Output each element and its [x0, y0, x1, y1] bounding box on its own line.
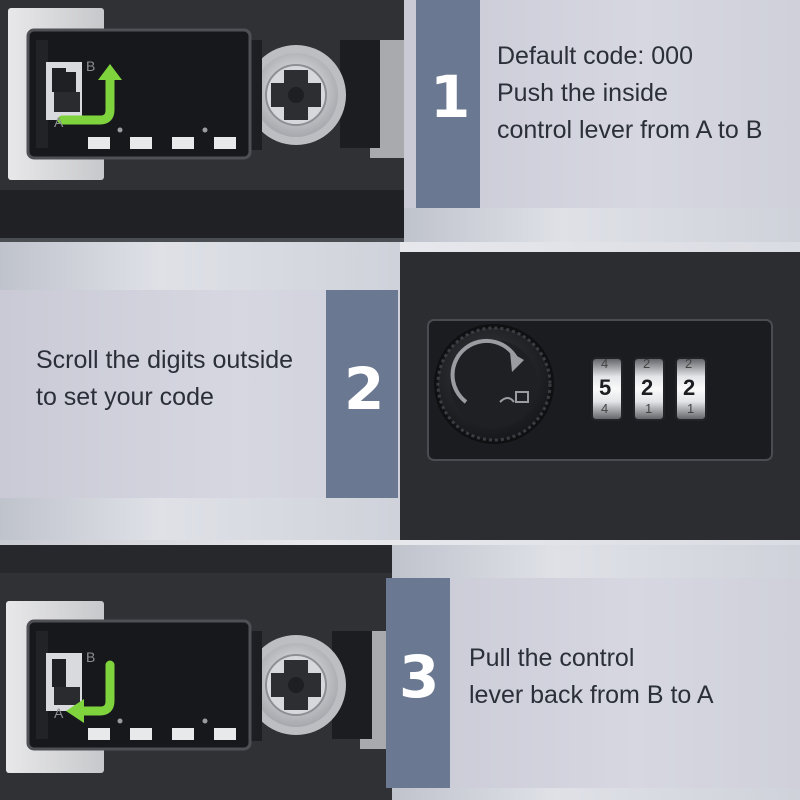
step-2-line-1: Scroll the digits outside: [36, 346, 294, 374]
lever-mechanism-image-return: [0, 545, 392, 800]
wheel-2-bottom-digit: 1: [645, 401, 653, 416]
step-3-line-2: lever back from B to A: [469, 681, 714, 709]
step-2-number: 2: [344, 355, 385, 423]
combination-dial-image: [400, 252, 800, 540]
step-1-instructions: Default code: 000 Push the inside contro…: [497, 38, 762, 149]
wheel-2-top-digit: 2: [643, 356, 651, 371]
wheel-2-digit: 2: [641, 375, 654, 400]
step-1-line-2: Push the inside: [497, 79, 668, 107]
step-1-number: 1: [430, 63, 471, 131]
step-1-line-3: control lever from A to B: [497, 116, 763, 144]
wheel-1-top-digit: 4: [601, 356, 609, 371]
step-2-line-2: to set your code: [36, 383, 214, 411]
label-a: A: [54, 114, 64, 130]
step-2-photo: 4 5 4 2 2 1 2 2 1: [400, 252, 800, 540]
label-b-return: B: [86, 649, 96, 665]
step-3-number: 3: [399, 643, 440, 711]
step-3-card: [392, 578, 800, 788]
wheel-3-top-digit: 2: [685, 356, 693, 371]
step-1-photo: A B: [0, 0, 404, 242]
step-2-number-strip: [326, 290, 398, 498]
step-3-instructions: Pull the control lever back from B to A: [469, 640, 714, 714]
label-a-return: A: [54, 705, 64, 721]
wheel-1-digit: 5: [599, 375, 612, 400]
step-1-line-1: Default code: 000: [497, 42, 693, 70]
step-3-line-1: Pull the control: [469, 644, 635, 672]
wheel-1-bottom-digit: 4: [601, 401, 609, 416]
wheel-3-bottom-digit: 1: [687, 401, 695, 416]
step-2-instructions: Scroll the digits outside to set your co…: [36, 342, 293, 416]
step-3-photo: A B: [0, 545, 392, 800]
wheel-3-digit: 2: [683, 375, 696, 400]
step-1-number-strip: [416, 0, 480, 208]
step-3-number-strip: [386, 578, 450, 788]
lever-mechanism-image: [0, 0, 404, 242]
label-b: B: [86, 58, 96, 74]
